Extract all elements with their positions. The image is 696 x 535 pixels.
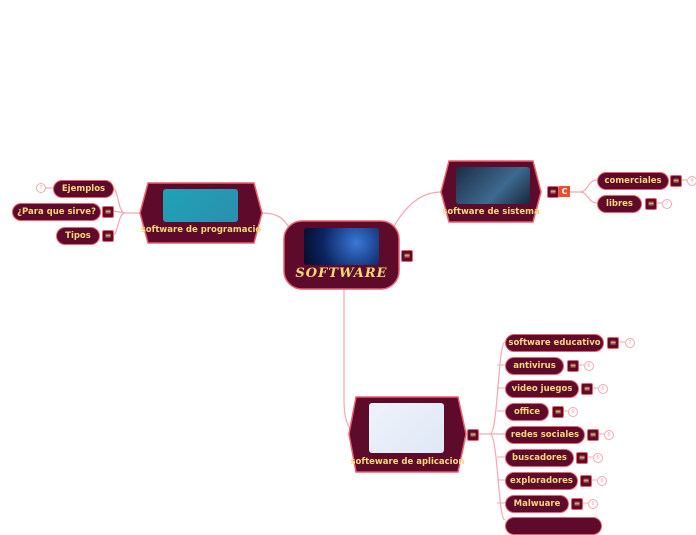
child-count-icon[interactable]: 6 [598,384,608,394]
child-count-icon[interactable]: 6 [588,499,598,509]
note-icon[interactable]: ≡ [670,175,682,187]
note-icon[interactable]: ≡ [645,198,657,210]
node-tipos[interactable]: Tipos [56,227,100,245]
child-count-icon[interactable]: 7 [625,338,635,348]
node-para-que-sirve[interactable]: ¿Para que sirve? [12,203,101,221]
note-icon[interactable]: ≡ [102,230,114,242]
sistema-image [456,167,530,204]
central-image [304,228,379,265]
child-count-icon[interactable]: 6 [604,430,614,440]
node-exploradores[interactable]: exploradores [505,472,578,490]
note-icon[interactable]: ≡ [580,475,592,487]
node-libres[interactable]: libres [597,195,642,213]
note-icon[interactable]: ≡ [102,206,114,218]
node-software-educativo[interactable]: software educativo [505,334,604,352]
note-icon[interactable]: ≡ [552,406,564,418]
node-office[interactable]: office [505,403,549,421]
note-icon[interactable]: ≡ [587,429,599,441]
child-count-icon[interactable]: 7 [662,199,672,209]
note-icon[interactable]: ≡ [607,337,619,349]
note-icon[interactable]: ≡ [547,186,559,198]
node-video-juegos[interactable]: video juegos [505,380,579,398]
child-count-icon[interactable]: 7 [36,183,46,193]
programacion-image [163,189,238,222]
child-count-icon[interactable]: 4 [687,176,696,186]
node-comerciales[interactable]: comerciales [597,172,669,190]
node-buscadores[interactable]: buscadores [505,449,574,467]
note-icon[interactable]: ≡ [571,498,583,510]
node-antivirus[interactable]: antivirus [505,357,564,375]
central-title[interactable]: SOFTWARE [295,266,388,281]
c-badge[interactable]: C [559,186,570,197]
node-ejemplos[interactable]: Ejemplos [53,180,114,198]
note-icon[interactable]: ≡ [576,452,588,464]
sistema-title[interactable]: software de sistema [442,207,540,217]
note-icon[interactable]: ≡ [567,360,579,372]
note-icon[interactable]: ≡ [467,429,479,441]
child-count-icon[interactable]: 6 [597,476,607,486]
child-count-icon[interactable]: 6 [568,407,578,417]
node-malwuare[interactable]: Malwuare [505,495,569,513]
child-count-icon[interactable]: 6 [584,361,594,371]
aplicacion-image [369,403,444,453]
note-icon[interactable]: ≡ [401,250,413,262]
programacion-title[interactable]: software de programació [140,225,262,235]
note-icon[interactable]: ≡ [581,383,593,395]
node-redes-sociales[interactable]: redes sociales [505,426,585,444]
aplicacion-title[interactable]: softeware de aplicacion [350,457,465,467]
child-count-icon[interactable]: 6 [593,453,603,463]
